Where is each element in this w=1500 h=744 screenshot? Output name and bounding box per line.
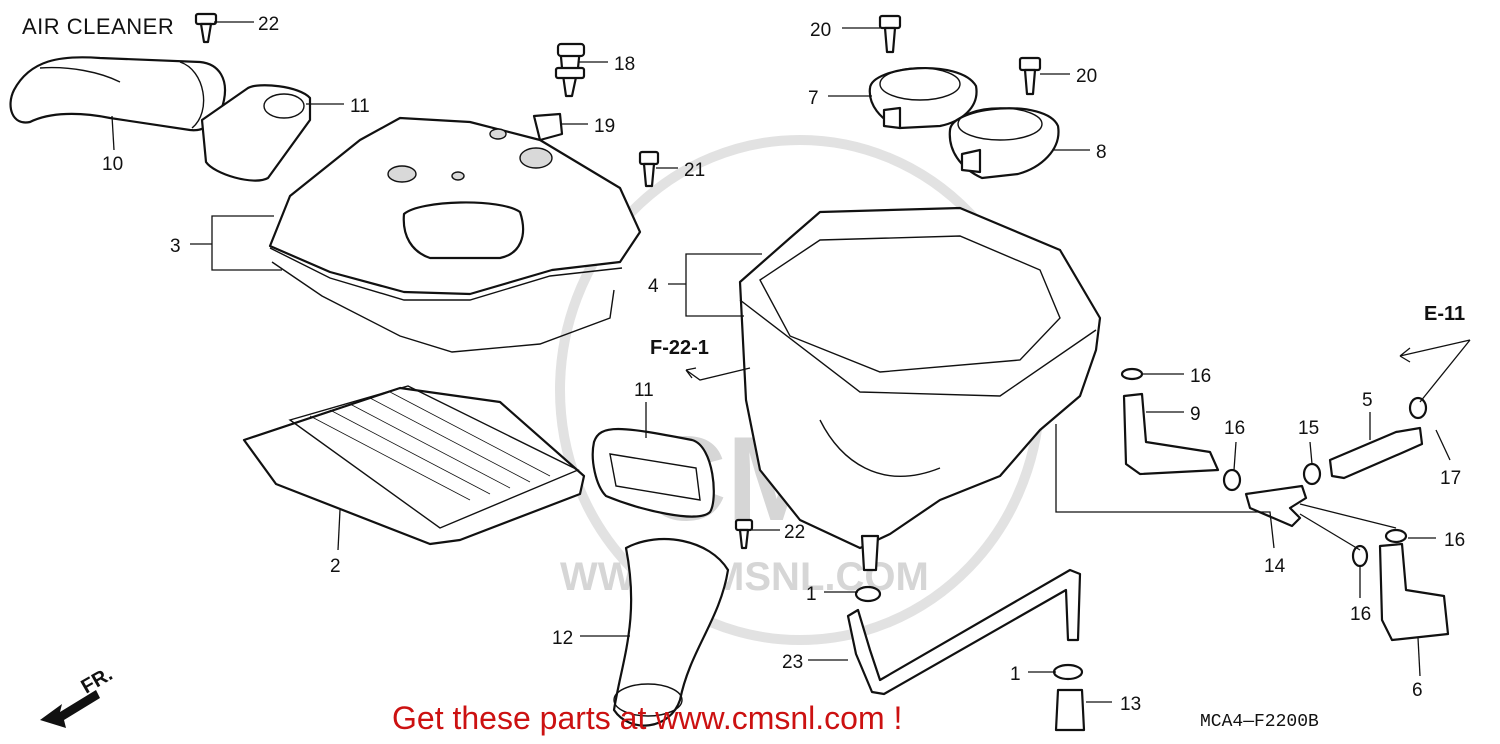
label-18: 18 — [614, 54, 635, 75]
front-label: FR. — [78, 663, 117, 698]
part-22-screw-top — [194, 12, 218, 44]
label-2: 2 — [330, 556, 341, 577]
label-21: 21 — [684, 160, 705, 181]
part-20-screws — [878, 14, 1042, 96]
part-14-t-joint — [1244, 484, 1308, 528]
leader-lines — [111, 21, 1471, 703]
label-3: 3 — [170, 236, 181, 257]
label-19: 19 — [594, 116, 615, 137]
part-8-funnel — [948, 107, 1060, 180]
part-clamps — [1120, 367, 1428, 568]
reference-e11: E-11 — [1424, 303, 1465, 325]
label-16a: 16 — [1190, 366, 1211, 387]
part-22-screw-lower — [734, 518, 754, 550]
reference-f22: F-22-1 — [650, 337, 709, 359]
label-1b: 1 — [1010, 664, 1021, 685]
label-11b: 11 — [634, 380, 654, 401]
part-12-duct — [612, 537, 730, 727]
part-23-drain-tube — [846, 568, 1082, 696]
label-15: 15 — [1298, 418, 1319, 439]
label-16b: 16 — [1224, 418, 1245, 439]
part-number-labels: 22 10 11 3 18 19 21 20 20 7 8 4 11 2 22 … — [102, 14, 1465, 715]
label-16d: 16 — [1350, 604, 1371, 625]
part-4-cleaner-case — [738, 206, 1102, 572]
label-14: 14 — [1264, 556, 1286, 577]
label-9: 9 — [1190, 404, 1201, 425]
part-19-grommet — [532, 112, 564, 142]
diagram-title: AIR CLEANER — [22, 14, 175, 39]
label-23: 23 — [782, 652, 803, 673]
label-20b: 20 — [1076, 66, 1097, 87]
part-13-plug — [1054, 688, 1086, 732]
label-22b: 22 — [784, 522, 805, 543]
label-20a: 20 — [810, 20, 831, 41]
part-6-hose — [1378, 542, 1450, 642]
part-11-connector-lower — [591, 427, 715, 518]
label-10: 10 — [102, 154, 123, 175]
part-7-funnel — [868, 67, 978, 130]
label-4: 4 — [648, 276, 659, 297]
part-18-bolt — [554, 42, 586, 98]
label-6: 6 — [1412, 680, 1423, 701]
part-10-intake-duct — [9, 56, 227, 132]
part-9-hose — [1122, 392, 1220, 476]
label-12: 12 — [552, 628, 573, 649]
label-7: 7 — [808, 88, 819, 109]
label-1a: 1 — [806, 584, 817, 605]
part-2-filter-element — [242, 385, 586, 546]
label-13: 13 — [1120, 694, 1141, 715]
part-5-hose — [1328, 426, 1424, 480]
front-arrow-icon — [40, 690, 100, 728]
label-5: 5 — [1362, 390, 1373, 411]
label-22a: 22 — [258, 14, 279, 35]
promo-link-text[interactable]: Get these parts at www.cmsnl.com ! — [392, 700, 903, 736]
label-11a: 11 — [350, 96, 370, 117]
diagram-code: MCA4—F2200B — [1200, 712, 1319, 732]
part-11-connector — [200, 84, 312, 182]
label-17: 17 — [1440, 468, 1461, 489]
label-8: 8 — [1096, 142, 1107, 163]
label-16c: 16 — [1444, 530, 1465, 551]
part-21-screw — [638, 150, 660, 188]
part-3-cleaner-cover — [268, 116, 642, 353]
